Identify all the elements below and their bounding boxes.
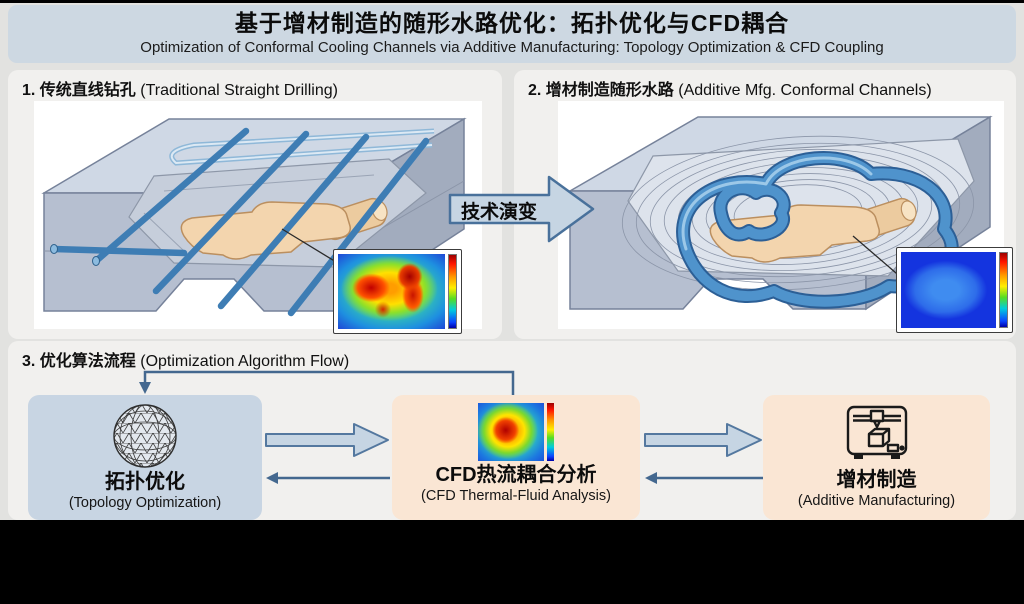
conformal-cooling-channel: [676, 151, 959, 309]
cfd-heatmap-icon: [478, 403, 554, 461]
conformal-mold-illustration: [558, 101, 1004, 329]
hot-temperature-field: [338, 254, 445, 329]
panel-optimization-flow: 3. 优化算法流程 (Optimization Algorithm Flow): [8, 341, 1016, 520]
page-title: 基于增材制造的随形水路优化：拓扑优化与CFD耦合: [234, 10, 790, 36]
right-block-arrow-icon: [448, 175, 595, 243]
flow-node-cfd-analysis: CFD热流耦合分析 (CFD Thermal-Fluid Analysis): [392, 395, 640, 520]
panel-traditional-heading-zh: 1. 传统直线钻孔: [22, 82, 136, 99]
return-arrow-cfd-to-topology: [266, 472, 390, 484]
panel-flow-heading-zh: 3. 优化算法流程: [22, 353, 136, 370]
panel-traditional-drilling: 1. 传统直线钻孔 (Traditional Straight Drilling…: [8, 70, 502, 339]
forward-arrow-cfd-to-am: [644, 423, 762, 457]
title-bar: 基于增材制造的随形水路优化：拓扑优化与CFD耦合 Optimization of…: [8, 5, 1016, 63]
topology-label-zh: 拓扑优化: [105, 471, 185, 493]
tech-evolution-arrow: 技术演变: [447, 171, 597, 247]
cfd-label-en: (CFD Thermal-Fluid Analysis): [421, 488, 611, 504]
panel-traditional-heading: 1. 传统直线钻孔 (Traditional Straight Drilling…: [22, 76, 338, 100]
traditional-temperature-heatmap: [333, 249, 462, 334]
panel-conformal-heading-zh: 2. 增材制造随形水路: [528, 82, 674, 99]
cfd-label-zh: CFD热流耦合分析: [435, 464, 597, 486]
cfd-colorbar: [547, 403, 554, 461]
slide-content: 基于增材制造的随形水路优化：拓扑优化与CFD耦合 Optimization of…: [0, 3, 1024, 520]
traditional-mold-illustration: [34, 101, 482, 329]
tech-evolution-label: 技术演变: [460, 202, 537, 223]
panel-traditional-heading-en: (Traditional Straight Drilling): [135, 82, 338, 99]
panel-conformal-heading: 2. 增材制造随形水路 (Additive Mfg. Conformal Cha…: [528, 76, 932, 100]
panel-conformal-channels: 2. 增材制造随形水路 (Additive Mfg. Conformal Cha…: [514, 70, 1016, 339]
temperature-colorbar: [448, 254, 457, 329]
straight-cooling-pipes: [50, 127, 430, 317]
conformal-temperature-heatmap: [896, 247, 1013, 333]
cool-temperature-field: [901, 252, 996, 328]
mesh-sphere-icon: [111, 403, 179, 469]
panel-flow-heading-en: (Optimization Algorithm Flow): [135, 353, 350, 370]
flow-node-additive-manufacturing: 增材制造 (Additive Manufacturing): [763, 395, 990, 520]
flow-node-topology-optimization: 拓扑优化 (Topology Optimization): [28, 395, 262, 520]
leader-line: [852, 235, 904, 280]
am-label-en: (Additive Manufacturing): [797, 493, 956, 509]
conformal-mold-drawing: [567, 115, 993, 311]
return-arrow-am-to-cfd: [645, 472, 763, 484]
page-subtitle: Optimization of Conformal Cooling Channe…: [140, 39, 884, 56]
panel-flow-heading: 3. 优化算法流程 (Optimization Algorithm Flow): [22, 347, 349, 371]
3d-printer-icon: [844, 403, 910, 469]
topology-label-en: (Topology Optimization): [68, 495, 222, 511]
temperature-colorbar: [999, 252, 1008, 328]
forward-arrow-topology-to-cfd: [265, 423, 389, 457]
panel-conformal-heading-en: (Additive Mfg. Conformal Channels): [673, 82, 932, 99]
feedback-loop-arrow: [139, 370, 515, 397]
am-label-zh: 增材制造: [836, 469, 917, 491]
cfd-temperature-field: [478, 403, 544, 461]
straight-drilled-mold-drawing: [41, 117, 467, 317]
